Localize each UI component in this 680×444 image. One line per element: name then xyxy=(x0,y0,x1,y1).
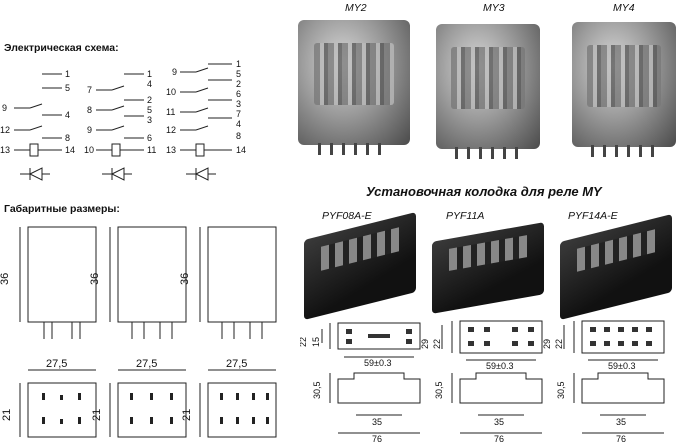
relay-photo-my3 xyxy=(436,24,540,159)
socket-model-pyf08a: PYF08A-E xyxy=(322,210,372,222)
socket-side-outline xyxy=(459,372,543,404)
relay-model-my2: MY2 xyxy=(345,2,367,14)
pin-label: 13 xyxy=(166,145,176,155)
pin-label: 4 xyxy=(65,110,70,120)
pin-label: 13 xyxy=(0,145,10,155)
pin-label: 4 xyxy=(236,119,241,129)
dim-width: 27,5 xyxy=(46,358,67,370)
pin-label: 12 xyxy=(0,125,10,135)
schema-heading: Электрическая схема: xyxy=(4,42,119,54)
socket-model-pyf14a: PYF14A-E xyxy=(568,210,618,222)
socket-dimensions-svg: 59±0.3 59±0.3 59±0.3 22 15 29 22 29 22 3… xyxy=(300,320,665,444)
schematics-svg: 9 12 13 1 5 4 8 14 7 8 9 10 1 4 2 5 3 6 … xyxy=(0,60,246,181)
dim-depth: 21 xyxy=(181,409,193,421)
socket-dim-h1: 29 xyxy=(542,339,552,349)
relay-bottom-outline xyxy=(27,382,97,438)
socket-model-pyf11a: PYF11A xyxy=(446,210,485,222)
socket-dim-h1: 29 xyxy=(420,339,430,349)
pin-label: 1 xyxy=(147,69,152,79)
relay-photo-my2 xyxy=(298,20,410,155)
pin-label: 9 xyxy=(172,67,177,77)
pin-label: 9 xyxy=(2,103,7,113)
socket-dim-depth: 30,5 xyxy=(556,381,566,399)
pin-label: 9 xyxy=(87,125,92,135)
schematic-my4 xyxy=(180,63,232,181)
pin-label: 11 xyxy=(166,107,175,117)
socket-dim-h1: 22 xyxy=(300,337,308,347)
schematic-my3 xyxy=(96,73,144,181)
socket-dim-base: 35 xyxy=(372,417,382,427)
pin-label: 8 xyxy=(65,133,70,143)
dim-depth: 21 xyxy=(91,409,103,421)
relay-front-outline xyxy=(207,226,277,323)
pin-label: 12 xyxy=(166,125,176,135)
socket-dim-h2: 22 xyxy=(432,339,442,349)
pin-label: 2 xyxy=(147,95,152,105)
socket-photo-pyf14a xyxy=(560,214,672,320)
pin-label: 8 xyxy=(236,131,241,141)
pin-label: 6 xyxy=(236,89,241,99)
socket-dim-depth: 30,5 xyxy=(434,381,444,399)
socket-dim-h2: 15 xyxy=(311,337,321,347)
pin-slots xyxy=(42,393,269,424)
socket-photo-pyf11a xyxy=(432,222,544,314)
pin-label: 1 xyxy=(65,69,70,79)
pin-label: 3 xyxy=(236,99,241,109)
socket-dim-base: 35 xyxy=(616,417,626,427)
socket-top-outline xyxy=(581,320,665,354)
relay-pins xyxy=(43,322,263,339)
pin-label: 5 xyxy=(236,69,241,79)
relay-front-outline xyxy=(27,226,97,323)
socket-top-outline xyxy=(337,322,421,350)
pin-label: 10 xyxy=(84,145,94,155)
relay-photo-my4 xyxy=(572,22,676,157)
pin-label: 6 xyxy=(147,133,152,143)
dim-height: 36 xyxy=(0,273,11,285)
pin-label: 3 xyxy=(147,115,152,125)
socket-top-outline xyxy=(459,320,543,354)
pin-label: 7 xyxy=(87,85,92,95)
socket-dim-total: 76 xyxy=(372,434,382,444)
pin-label: 7 xyxy=(236,109,241,119)
dimensions-heading: Габаритные размеры: xyxy=(4,203,120,215)
socket-dim-base: 35 xyxy=(494,417,504,427)
socket-photo-pyf08a xyxy=(304,212,416,320)
pin-label: 14 xyxy=(65,145,75,155)
dim-width: 27,5 xyxy=(136,358,157,370)
pin-label: 5 xyxy=(147,105,152,115)
relay-model-my4: MY4 xyxy=(613,2,635,14)
relay-front-outline xyxy=(117,226,187,323)
pin-label: 14 xyxy=(236,145,246,155)
socket-dim-depth: 30,5 xyxy=(312,381,322,399)
socket-dim-width: 59±0.3 xyxy=(486,361,513,371)
relay-dimensions-svg: 36 36 36 27,5 27,5 27,5 21 21 21 xyxy=(0,226,277,438)
pin-label: 10 xyxy=(166,87,176,97)
dim-depth: 21 xyxy=(1,409,13,421)
relay-model-my3: MY3 xyxy=(483,2,505,14)
dim-height: 36 xyxy=(89,273,101,285)
relay-bottom-outline xyxy=(117,382,187,438)
socket-dim-total: 76 xyxy=(494,434,504,444)
pin-label: 11 xyxy=(147,145,156,155)
pin-label: 5 xyxy=(65,83,70,93)
schematic-my2 xyxy=(14,73,62,181)
socket-side-outline xyxy=(337,372,421,404)
socket-dim-h2: 22 xyxy=(554,339,564,349)
pin-label: 8 xyxy=(87,105,92,115)
socket-dim-total: 76 xyxy=(616,434,626,444)
pin-label: 4 xyxy=(147,79,152,89)
pin-label: 1 xyxy=(236,60,241,69)
pin-label: 2 xyxy=(236,79,241,89)
dim-height: 36 xyxy=(179,273,191,285)
socket-title: Установочная колодка для реле MY xyxy=(366,184,602,199)
socket-side-outline xyxy=(581,372,665,404)
socket-dim-width: 59±0.3 xyxy=(608,361,635,371)
relay-bottom-outline xyxy=(207,382,277,438)
socket-dim-width: 59±0.3 xyxy=(364,358,391,368)
dim-width: 27,5 xyxy=(226,358,247,370)
socket-terminal-marks xyxy=(346,327,652,346)
